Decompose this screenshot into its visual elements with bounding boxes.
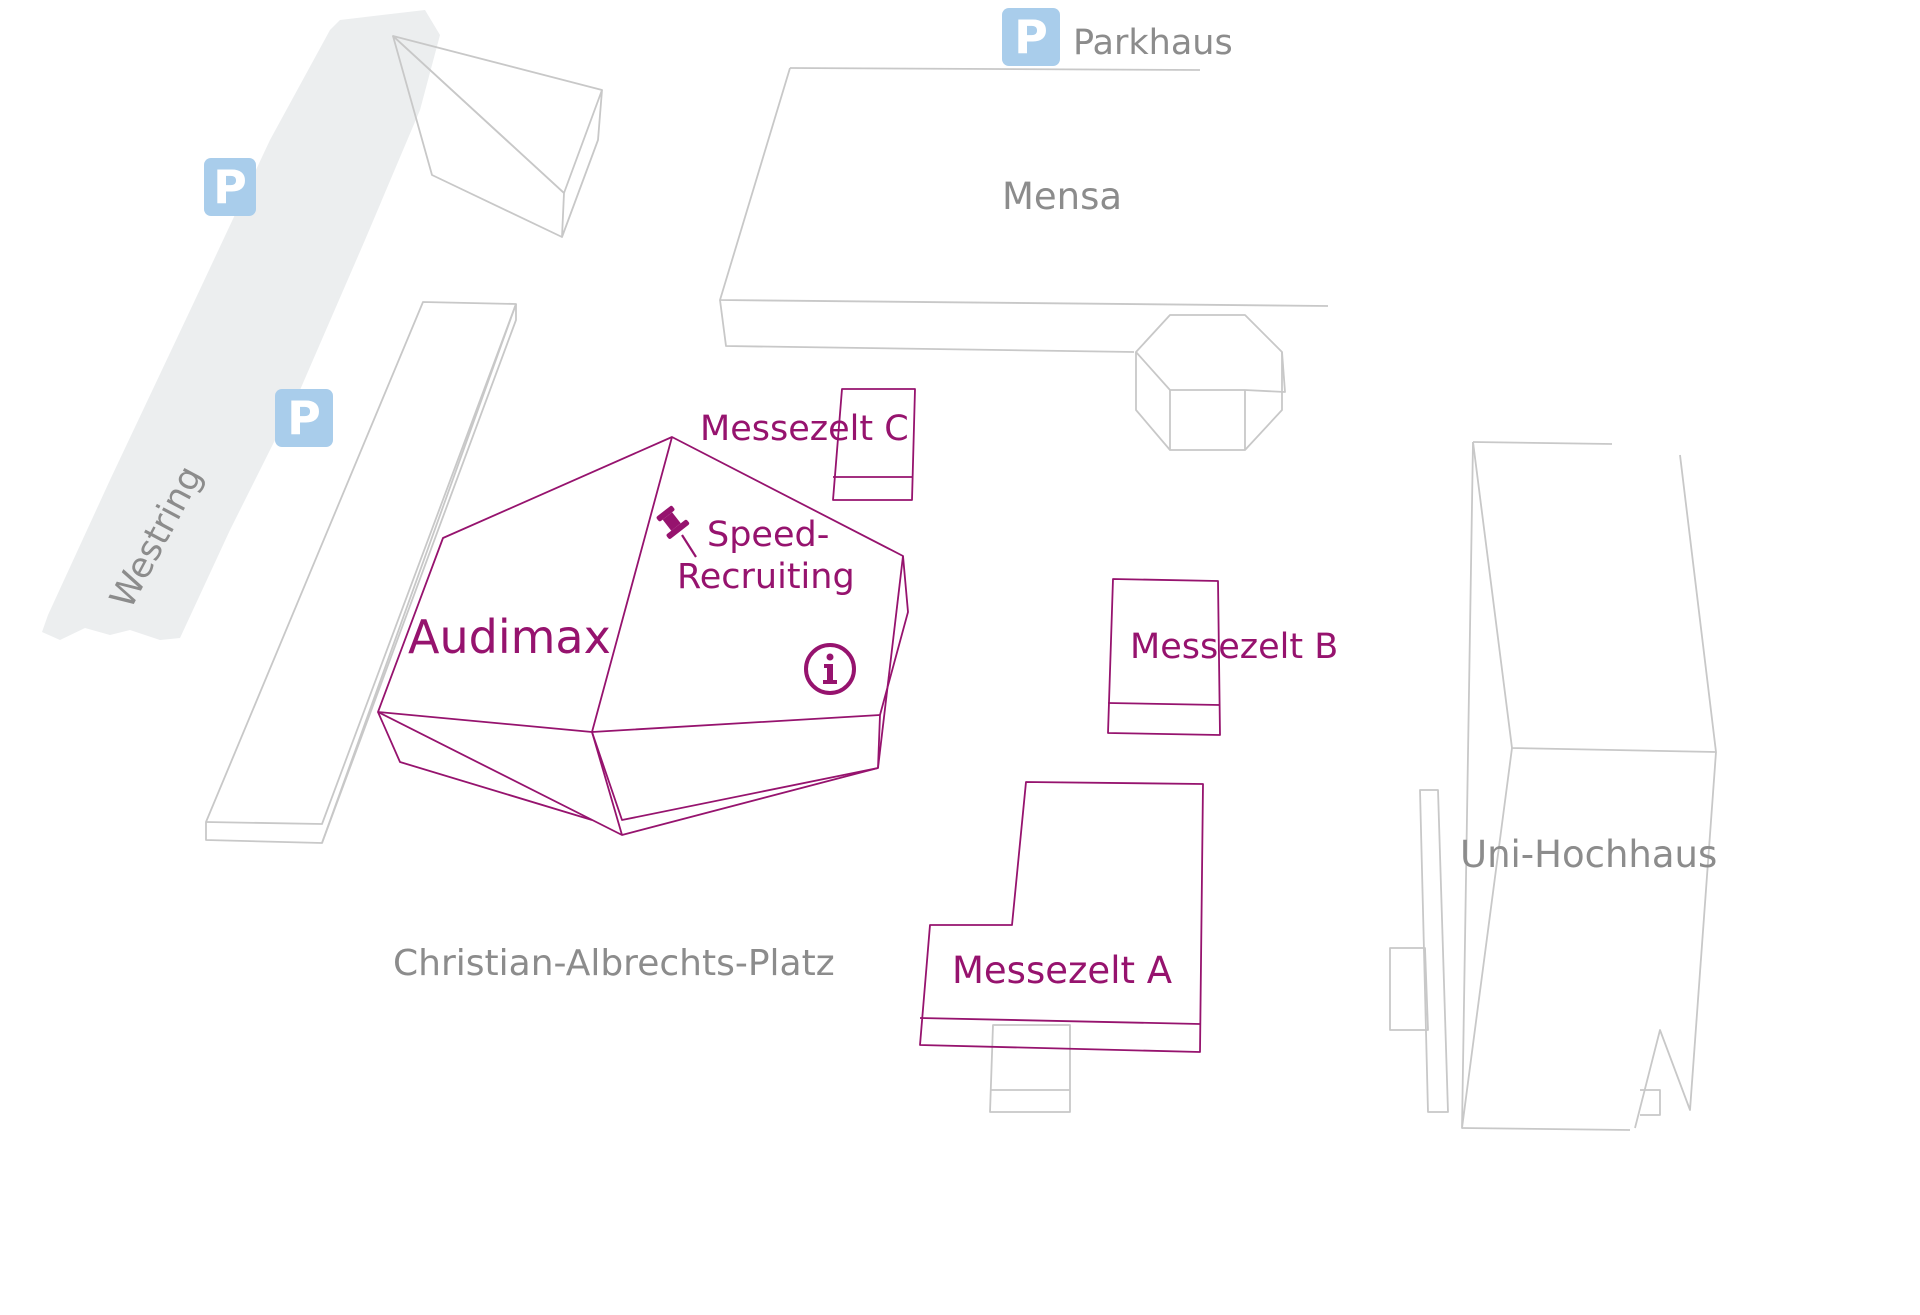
parking-icon-westring: P — [275, 389, 333, 447]
slab-building — [205, 301, 517, 844]
messezelt-b-building — [1107, 578, 1221, 736]
audimax-building — [377, 436, 909, 836]
speed-recruiting-label-line1: Speed- — [707, 515, 830, 555]
westring-road — [42, 10, 440, 640]
parking-icon-westring-north: P — [204, 158, 256, 216]
speed-recruiting-label-line2: Recruiting — [677, 557, 855, 597]
mensa-label: Mensa — [1002, 175, 1123, 218]
uni-hochhaus-label: Uni-Hochhaus — [1460, 833, 1718, 876]
annex-building — [989, 1024, 1071, 1113]
christian-albrechts-platz-label: Christian-Albrechts-Platz — [393, 943, 835, 984]
messezelt-c-label: Messezelt C — [700, 409, 909, 449]
messezelt-c-building — [832, 388, 916, 501]
messezelt-a-building — [919, 781, 1204, 1053]
uni-hochhaus-building — [1389, 441, 1717, 1131]
info-icon[interactable] — [802, 641, 858, 697]
messezelt-b-label: Messezelt B — [1130, 627, 1339, 667]
mensa-building — [719, 67, 1329, 353]
hexagon-building — [1135, 314, 1286, 451]
audimax-label: Audimax — [408, 610, 611, 664]
parking-icon-parkhaus: P — [1002, 8, 1060, 66]
messezelt-a-label: Messezelt A — [952, 949, 1173, 992]
parkhaus-label: Parkhaus — [1073, 23, 1233, 63]
pushpin-icon — [656, 505, 697, 558]
pyramid-building — [392, 35, 603, 238]
